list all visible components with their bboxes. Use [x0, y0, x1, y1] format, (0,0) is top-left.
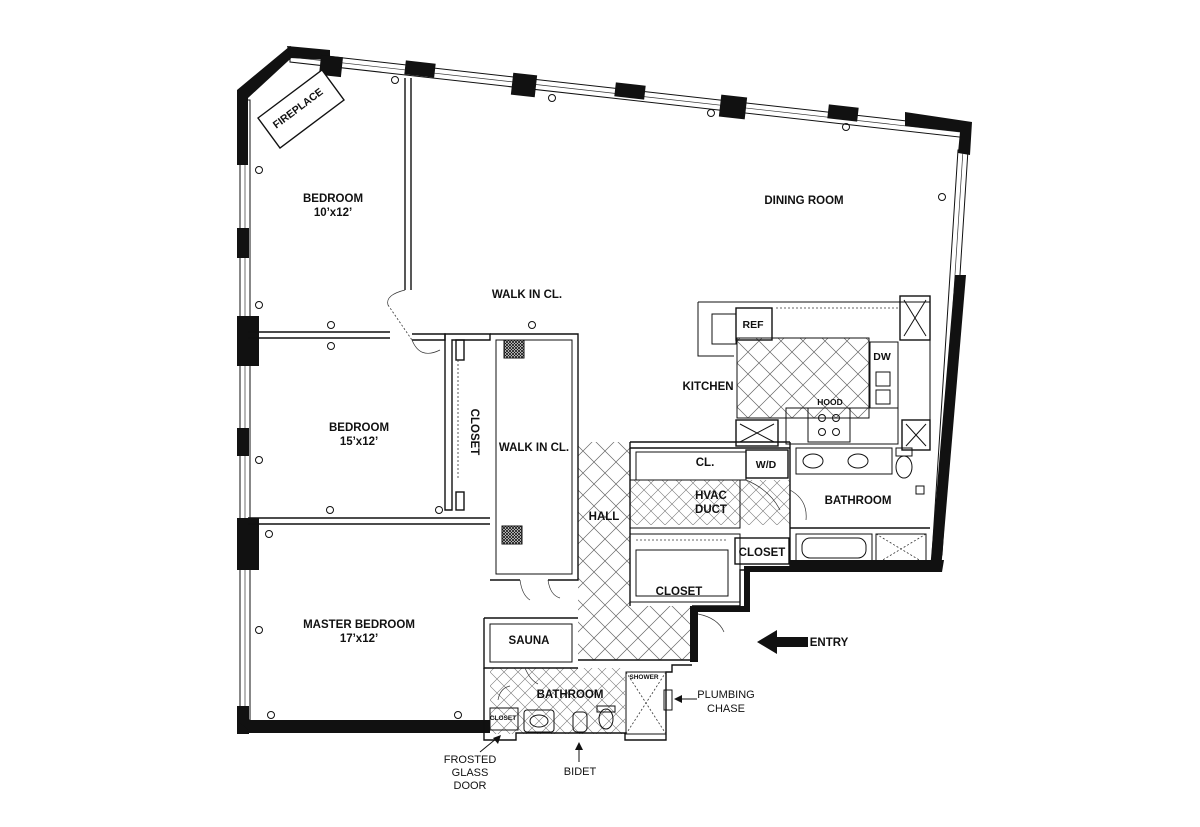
exterior-walls: [237, 46, 972, 734]
walk-in-closet-1-label: WALK IN CL.: [492, 289, 562, 301]
frosted-label-1: FROSTED: [444, 754, 497, 766]
bedroom-2-name: BEDROOM: [329, 422, 389, 434]
master-bedroom-name: MASTER BEDROOM: [303, 619, 415, 631]
frosted-label-2: GLASS: [452, 767, 489, 779]
closet-small-label: CLOSET: [490, 715, 516, 722]
shower-label: SHOWER: [629, 674, 659, 681]
fireplace: FIREPLACE: [257, 69, 345, 149]
floor-hatching: [490, 338, 869, 734]
bedroom-2-size: 15’x12’: [340, 436, 378, 448]
interior-walls: [248, 78, 942, 741]
hood-label: HOOD: [817, 397, 843, 407]
entry-label: ENTRY: [810, 637, 849, 649]
hvac-label-1: HVAC: [695, 490, 727, 502]
fixture-labels: REF DW HOOD W/D SHOWER: [629, 319, 890, 681]
bathroom-2-label: BATHROOM: [537, 689, 604, 701]
refrigerator-label: REF: [743, 319, 765, 331]
dining-room-label: DINING ROOM: [764, 195, 843, 207]
walk-in-closet-2-label: WALK IN CL.: [499, 442, 569, 454]
bathroom-1-label: BATHROOM: [825, 495, 892, 507]
bedroom-1-name: BEDROOM: [303, 193, 363, 205]
plumbing-label-2: CHASE: [707, 703, 745, 715]
bidet-arrow-icon: [575, 742, 583, 750]
frosted-door-arrow-icon: [493, 735, 501, 744]
washer-dryer-label: W/D: [756, 459, 777, 471]
master-bedroom-size: 17’x12’: [340, 633, 378, 645]
frosted-label-3: DOOR: [454, 780, 487, 792]
plumbing-label-1: PLUMBING: [697, 689, 754, 701]
dishwasher-label: DW: [873, 351, 891, 363]
cl-small-label: CL.: [696, 457, 715, 469]
closet-bath-label: CLOSET: [739, 547, 786, 559]
entry-arrow-icon: [757, 630, 808, 654]
hall-label: HALL: [589, 511, 620, 523]
plumbing-arrow-icon: [674, 695, 682, 703]
hvac-label-2: DUCT: [695, 504, 727, 516]
closet-hall-label: CLOSET: [656, 586, 703, 598]
kitchen-label: KITCHEN: [682, 381, 733, 393]
closet-vertical-label: CLOSET: [468, 409, 480, 456]
light-fixtures: [255, 76, 946, 719]
sauna-label: SAUNA: [509, 635, 550, 647]
callouts: ENTRY PLUMBING CHASE FROSTED GLASS DOOR …: [444, 630, 849, 792]
bidet-label: BIDET: [564, 766, 597, 778]
bedroom-1-size: 10’x12’: [314, 207, 352, 219]
room-labels: BEDROOM 10’x12’ DINING ROOM WALK IN CL. …: [303, 193, 891, 722]
